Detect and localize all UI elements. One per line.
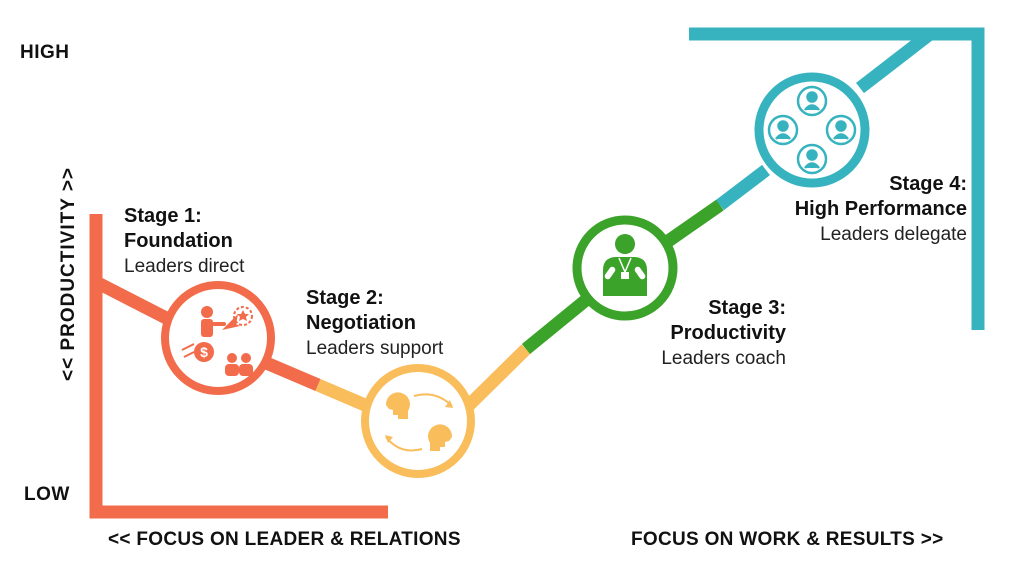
stage-2-title: Negotiation <box>306 312 416 334</box>
path-segment-4a <box>716 164 770 211</box>
stage-4-text: Stage 4: High Performance Leaders delega… <box>795 172 967 247</box>
stage-1-title: Foundation <box>124 230 233 252</box>
stage-3-subtitle: Leaders coach <box>661 348 786 369</box>
axis-productivity-label: << PRODUCTIVITY >> <box>58 166 79 382</box>
path-segment-2b <box>457 344 531 417</box>
coach-icon <box>603 234 647 296</box>
stage-3-title: Productivity <box>670 322 786 344</box>
svg-text:$: $ <box>200 344 208 360</box>
stage-2-subtitle: Leaders support <box>306 338 444 359</box>
stage-1-number: Stage 1: <box>124 205 202 227</box>
focus-left-label: << FOCUS ON LEADER & RELATIONS <box>108 529 461 550</box>
axis-productivity-wrapper: << PRODUCTIVITY >> <box>57 158 81 390</box>
axis-high-label: HIGH <box>20 42 70 63</box>
path-segment-1b <box>261 356 321 391</box>
path-segment-3a <box>521 294 591 355</box>
stage-3-text: Stage 3: Productivity Leaders coach <box>661 296 786 371</box>
stage-1-subtitle: Leaders direct <box>124 256 245 277</box>
path-segment-2a <box>315 379 375 414</box>
stage-2-circle <box>361 364 475 478</box>
low-bracket <box>89 214 388 519</box>
stage-4-number: Stage 4: <box>889 173 967 195</box>
leader-presentation-icon: $ <box>181 306 253 376</box>
focus-right-label: FOCUS ON WORK & RESULTS >> <box>631 529 944 550</box>
stage-4-subtitle: Leaders delegate <box>820 224 967 245</box>
path-segment-4b <box>856 28 934 94</box>
stage-2-number: Stage 2: <box>306 287 384 309</box>
stage-2-text: Stage 2: Negotiation Leaders support <box>306 286 443 361</box>
stage-4-title: High Performance <box>794 198 967 220</box>
stage-4-circle <box>754 72 870 188</box>
team-circle-icon <box>767 85 857 175</box>
stage-1-circle: $ <box>161 281 275 395</box>
stage-3-number: Stage 3: <box>708 297 786 319</box>
path-segment-3b <box>660 199 724 250</box>
stage-1-text: Stage 1: Foundation Leaders direct <box>124 204 244 279</box>
stage-3-circle <box>572 215 678 321</box>
high-bracket <box>689 27 985 330</box>
axis-low-label: LOW <box>24 484 70 505</box>
conversation-heads-icon <box>385 392 453 452</box>
